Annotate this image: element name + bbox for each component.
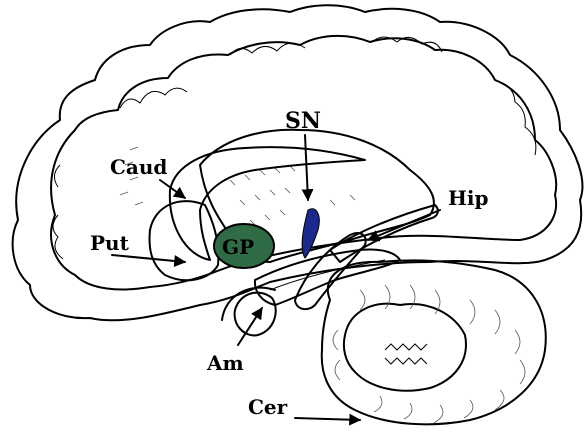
label-caud: Caud	[110, 155, 167, 179]
label-am: Am	[206, 351, 244, 375]
amygdala	[235, 293, 276, 336]
arrow-cer	[295, 418, 360, 420]
label-sn: SN	[285, 108, 321, 134]
arrow-am	[238, 308, 262, 345]
label-hip: Hip	[448, 186, 488, 210]
brainstem	[255, 249, 400, 305]
label-gp: GP	[222, 235, 254, 259]
putamen	[150, 201, 219, 280]
arrow-put	[112, 255, 185, 262]
label-put: Put	[90, 231, 130, 255]
label-cer: Cer	[248, 395, 288, 419]
cerebellum	[322, 260, 546, 424]
arrow-sn	[305, 135, 308, 200]
cortex	[13, 5, 583, 320]
